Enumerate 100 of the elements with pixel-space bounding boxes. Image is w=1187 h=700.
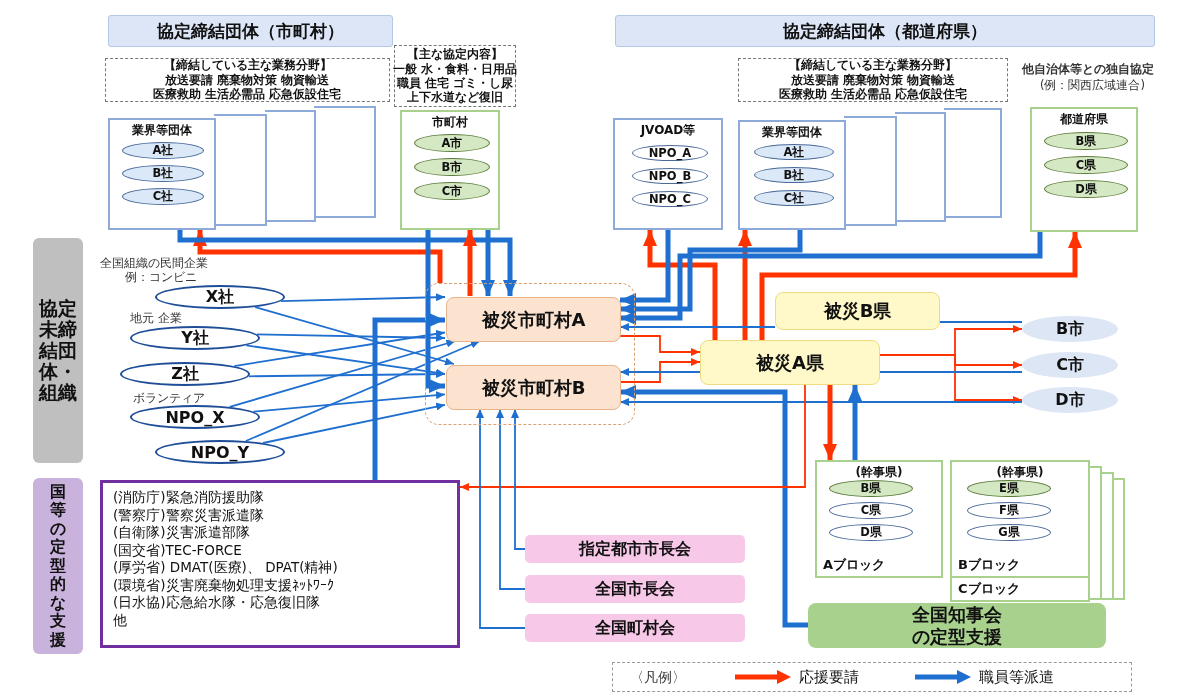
ellipse-node: B県 [1044, 132, 1128, 150]
side-band: 協定未締結団体・組織 [33, 238, 83, 463]
note-label: 〈凡例〉 [630, 669, 686, 687]
arrow [619, 323, 776, 331]
text-line: 【締結している主な業務分野】 [163, 58, 332, 73]
arrow [848, 385, 862, 460]
arrow [620, 230, 803, 316]
header-band: 協定締結団体（都道府県） [615, 15, 1155, 47]
ellipse-node: X社 [155, 285, 285, 309]
note-box [394, 45, 516, 107]
card-footer: Cブロック [958, 580, 1020, 598]
note-label: ボランティア [133, 391, 205, 406]
stacked-card [844, 116, 897, 226]
stacked-card [314, 106, 376, 218]
note-box [738, 58, 1008, 102]
card-title: (幹事県) [995, 464, 1045, 481]
ellipse-node: B市 [414, 158, 490, 176]
card [1030, 107, 1138, 232]
arrow [481, 230, 495, 296]
note-label: 全国組織の民間企業 [100, 256, 208, 271]
arrow [177, 230, 517, 296]
text-line: 放送要請 廃棄物対策 物資輸送 [791, 72, 955, 87]
card-title: 都道府県 [1059, 111, 1109, 128]
text-line: (消防庁)緊急消防援助隊 [113, 489, 265, 507]
text-line: (日水協)応急給水隊・応急復旧隊 [113, 594, 321, 612]
text-line: 【締結している主な業務分野】 [789, 58, 957, 73]
ellipse-node: NPO_C [632, 191, 708, 207]
text-line: 上下水道など復旧 [407, 90, 503, 105]
arrow [619, 358, 701, 383]
ellipse-node: D県 [1044, 180, 1128, 198]
card-title: 業界等団体 [761, 124, 823, 141]
arrow [262, 402, 446, 444]
process-box: 被災市町村B [446, 365, 621, 410]
card-footer: Bブロック [958, 556, 1020, 574]
arrow [620, 232, 1043, 325]
ellipse-node: B県 [829, 480, 913, 497]
rounded-box: 指定都市市長会 [525, 535, 745, 563]
rounded-box: 全国市長会 [525, 575, 745, 603]
ellipse-node: D県 [829, 524, 913, 541]
note-label: 地元 企業 [130, 311, 182, 326]
arrow [823, 385, 837, 460]
process-box: 被災B県 [775, 292, 940, 330]
text-line: (国交省)TEC-FORCE [113, 541, 243, 560]
side-band: 国等の定型的な支援 [33, 478, 83, 654]
card [815, 460, 943, 578]
ellipse-node: A社 [754, 144, 834, 160]
stacked-card [265, 110, 316, 222]
text-line: 医療救助 生活必需品 応急仮設住宅 [779, 87, 967, 102]
ellipse-node: NPO_X [130, 405, 260, 429]
rounded-box: 全国町村会 [525, 614, 745, 642]
arrow [619, 398, 1023, 406]
ellipse-node: B社 [122, 165, 204, 182]
connector-line [939, 321, 1023, 323]
arrow [193, 230, 443, 283]
card [400, 110, 500, 230]
rounded-box: 全国知事会の定型支援 [808, 603, 1106, 648]
legend-label: 職員等派遣 [979, 668, 1054, 687]
card [950, 460, 1090, 578]
ellipse-node: NPO_A [632, 145, 708, 161]
arrow [233, 329, 446, 367]
arrow [459, 384, 806, 491]
ellipse-node: Z社 [120, 362, 250, 386]
process-box: 被災市町村A [446, 297, 621, 342]
ellipse-node: E県 [967, 480, 1051, 497]
stacked-card [944, 108, 1002, 218]
arrow [244, 340, 481, 442]
arrow [425, 230, 445, 393]
ellipse-node: Y社 [130, 326, 260, 350]
arrow [511, 408, 526, 550]
text-line: 一般 水・食料・日用品 [393, 61, 517, 76]
arrow [620, 230, 671, 307]
arrow [619, 368, 701, 376]
arrow [280, 293, 446, 303]
header-band: 協定締結団体（市町村） [108, 15, 393, 47]
text-line: (警察庁)警察災害派遣隊 [113, 506, 265, 525]
ellipse-node: A市 [414, 134, 490, 152]
card-title: 業界等団体 [131, 122, 193, 139]
note-label: 他自治体等との独自協定 [1022, 62, 1154, 77]
note-box [105, 58, 390, 102]
ellipse-node: C社 [122, 188, 204, 205]
ellipse-node: C市 [1022, 352, 1118, 378]
card [108, 118, 216, 230]
text-line: (自衛隊)災害派遣部隊 [113, 524, 251, 542]
arrow [372, 313, 445, 480]
text-line: 放送要請 廃棄物対策 物資輸送 [165, 72, 330, 87]
card-title: JVOAD等 [639, 122, 697, 139]
stacked-card [895, 112, 946, 222]
ellipse-node: F県 [967, 502, 1051, 519]
text-line: (環境省)災害廃棄物処理支援ﾈｯﾄﾜｰｸ [113, 576, 335, 595]
legend-label: 応援要請 [799, 668, 859, 687]
text-line: 職員 住宅 ゴミ・し尿 [397, 76, 513, 91]
card [738, 120, 846, 230]
arrow [476, 408, 526, 629]
arrow [738, 230, 752, 340]
arrow [254, 306, 455, 366]
ellipse-node: B社 [754, 167, 834, 183]
stacked-card [214, 114, 267, 226]
arrow [879, 354, 1023, 404]
arrow [463, 230, 477, 296]
ellipse-node: B市 [1022, 316, 1118, 342]
